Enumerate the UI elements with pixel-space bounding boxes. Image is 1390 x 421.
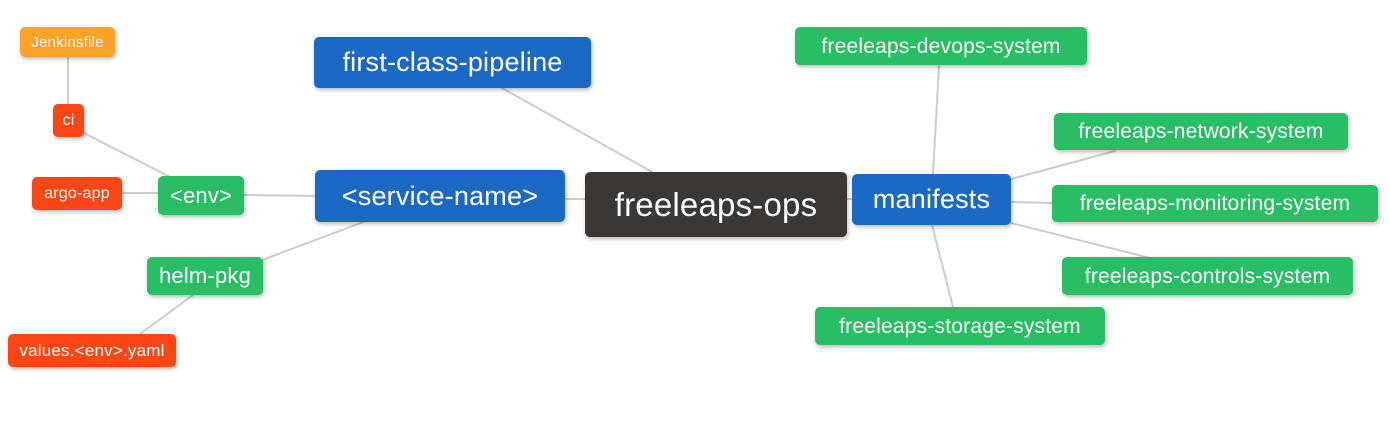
node-freeleaps-monitoring-system[interactable]: freeleaps-monitoring-system xyxy=(1052,185,1378,222)
edge-manifests-to-freeleaps-network-system xyxy=(1010,150,1116,180)
node-manifests[interactable]: manifests xyxy=(852,174,1011,225)
edge-manifests-to-freeleaps-monitoring-system xyxy=(1010,201,1053,204)
node-ci[interactable]: ci xyxy=(53,104,84,137)
edge-manifests-to-freeleaps-controls-system xyxy=(1010,222,1151,259)
edge-manifests-to-freeleaps-devops-system xyxy=(932,64,940,175)
node-values-env-yaml[interactable]: values.<env>.yaml xyxy=(8,334,176,367)
node-jenkinsfile[interactable]: Jenkinsfile xyxy=(20,27,115,57)
edge-helm-pkg-to-values-env-yaml xyxy=(139,294,194,335)
node-freeleaps-ops[interactable]: freeleaps-ops xyxy=(585,172,847,237)
node-freeleaps-devops-system[interactable]: freeleaps-devops-system xyxy=(795,27,1087,65)
node-freeleaps-storage-system[interactable]: freeleaps-storage-system xyxy=(815,307,1105,345)
node-service-name[interactable]: <service-name> xyxy=(315,170,565,222)
node-freeleaps-network-system[interactable]: freeleaps-network-system xyxy=(1054,113,1348,150)
node-helm-pkg[interactable]: helm-pkg xyxy=(147,257,263,295)
edge-first-class-pipeline-to-freeleaps-ops xyxy=(501,87,653,173)
edge-manifests-to-freeleaps-storage-system xyxy=(931,224,954,308)
edge-service-name-to-helm-pkg xyxy=(261,220,367,261)
node-freeleaps-controls-system[interactable]: freeleaps-controls-system xyxy=(1062,257,1353,295)
node-first-class-pipeline[interactable]: first-class-pipeline xyxy=(314,37,591,88)
edge-ci-to-env xyxy=(83,132,173,179)
node-env[interactable]: <env> xyxy=(158,176,244,215)
node-argo-app[interactable]: argo-app xyxy=(32,177,122,210)
edge-env-to-service-name xyxy=(243,194,316,197)
